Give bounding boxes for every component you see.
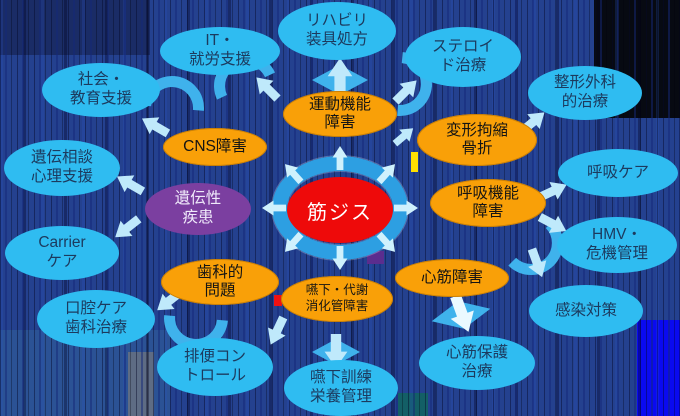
node-label: ステロイ ド治療 — [431, 38, 494, 74]
node-respiratory-care: 呼吸ケア — [558, 149, 678, 197]
node-label: 歯科的 問題 — [196, 264, 244, 299]
node-cardioprotective-treatment: 心筋保護 治療 — [419, 336, 535, 390]
node-label: 運動機能 障害 — [308, 96, 371, 131]
node-rehab-orthotics: リハビリ 装具処方 — [278, 2, 396, 60]
node-label: CNS障害 — [183, 138, 247, 156]
node-swallowing-metabolic-gi-disorder: 嚥下・代謝 消化管障害 — [281, 276, 393, 322]
node-orthopedic-treatment: 整形外科 的治療 — [528, 66, 642, 120]
node-cns-disorder: CNS障害 — [163, 128, 267, 166]
node-hmv-crisis-management: HMV・ 危機管理 — [557, 217, 677, 273]
node-respiratory-function-disorder: 呼吸機能 障害 — [430, 179, 546, 227]
yellow-fleck — [411, 152, 418, 172]
node-label: 感染対策 — [554, 301, 617, 319]
purple-fleck — [367, 251, 384, 264]
node-label: 嚥下訓練 栄養管理 — [309, 369, 372, 405]
node-dental-problems: 歯科的 問題 — [161, 259, 279, 305]
node-label: 呼吸ケア — [586, 163, 649, 181]
node-genetic-counseling-psych: 遺伝相談 心理支援 — [4, 140, 120, 196]
node-label: IT・ 就労支援 — [188, 32, 251, 68]
node-label: 呼吸機能 障害 — [456, 185, 519, 220]
node-infection-control: 感染対策 — [529, 285, 643, 337]
node-label: 社会・ 教育支援 — [69, 71, 132, 107]
node-hereditary-disease: 遺伝性 疾患 — [145, 183, 251, 235]
node-label: 筋ジス — [307, 201, 373, 224]
node-steroid-therapy: ステロイ ド治療 — [405, 27, 521, 87]
node-cardiac-disorder: 心筋障害 — [395, 259, 509, 297]
node-motor-function-disorder: 運動機能 障害 — [283, 91, 397, 137]
node-oral-care-dental-treatment: 口腔ケア 歯科治療 — [37, 290, 155, 348]
node-label: 変形拘縮 骨折 — [445, 122, 508, 157]
node-label: 遺伝性 疾患 — [174, 190, 222, 226]
node-bowel-control: 排便コン トロール — [157, 338, 273, 396]
node-it-employment-support: IT・ 就労支援 — [160, 27, 280, 75]
node-label: 心筋障害 — [420, 269, 483, 287]
node-label: Carrier ケア — [38, 234, 86, 270]
node-deformity-contracture-fracture: 変形拘縮 骨折 — [417, 114, 537, 166]
node-label: 遺伝相談 心理支援 — [30, 149, 93, 185]
node-label: 整形外科 的治療 — [553, 74, 616, 110]
node-label: HMV・ 危機管理 — [585, 226, 648, 262]
node-label: 嚥下・代謝 消化管障害 — [305, 283, 369, 313]
node-social-education-support: 社会・ 教育支援 — [42, 63, 160, 117]
node-label: リハビリ 装具処方 — [305, 12, 368, 48]
red-fleck — [274, 295, 282, 306]
node-center-muscular-dystrophy: 筋ジス — [287, 177, 393, 243]
node-label: 口腔ケア 歯科治療 — [64, 300, 127, 336]
node-carrier-care: Carrier ケア — [5, 226, 119, 280]
node-label: 心筋保護 治療 — [445, 344, 508, 380]
node-label: 排便コン トロール — [183, 348, 246, 384]
node-swallowing-training-nutrition: 嚥下訓練 栄養管理 — [284, 360, 398, 416]
